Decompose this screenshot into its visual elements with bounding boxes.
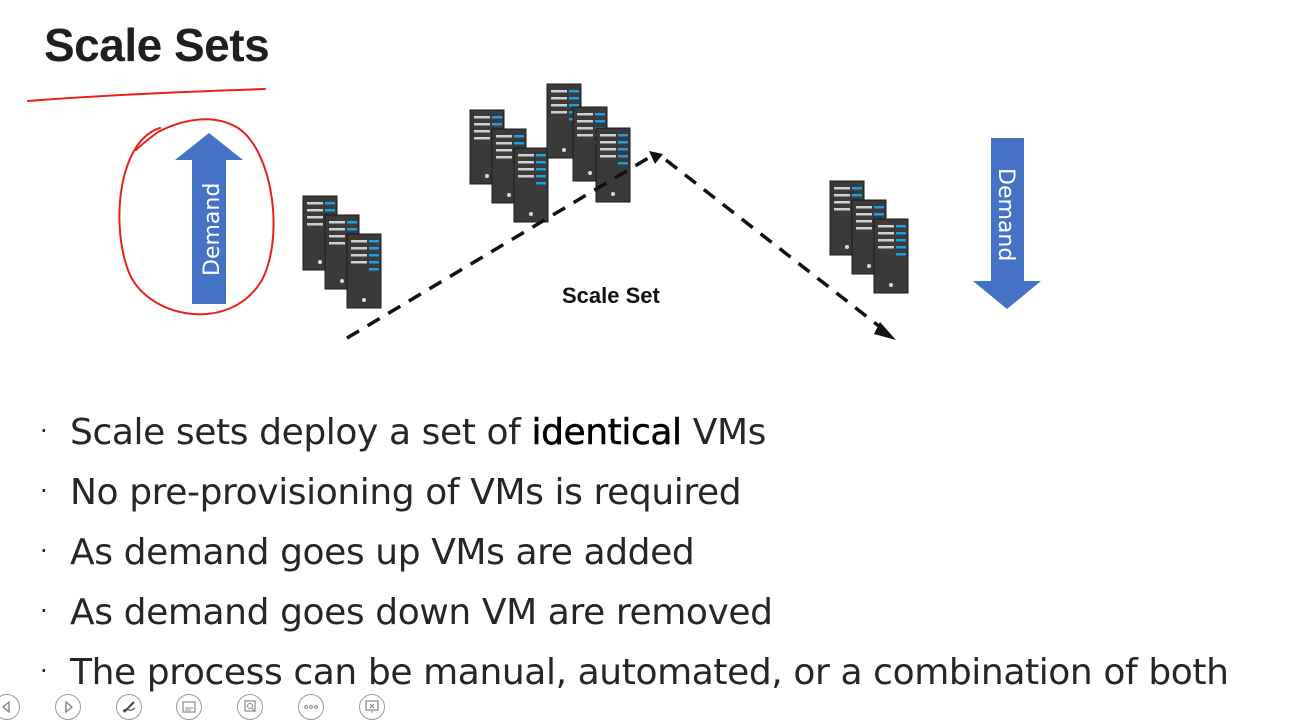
scale-trend-line [346,151,896,340]
demand-down-label: Demand [993,168,1018,261]
subtitles-icon[interactable] [176,694,202,720]
server-stack-small [302,195,382,309]
presentation-toolbar [0,690,420,726]
demand-down-arrow: Demand [973,138,1041,309]
zoom-icon[interactable] [237,694,263,720]
server-stack-large-right [546,83,631,203]
bullet-item: ·Scale sets deploy a set of identical VM… [40,412,766,454]
bullet-list: ·Scale sets deploy a set of identical VM… [40,402,1229,702]
end-show-icon[interactable] [359,694,385,720]
server-stack-medium [829,180,909,294]
bullet-item: ·As demand goes up VMs are added [40,532,695,573]
bullet-item: ·No pre-provisioning of VMs is required [40,472,742,513]
bold-term: identical [531,412,682,454]
demand-up-arrow: Demand [175,133,243,304]
bullet-item: ·As demand goes down VM are removed [40,592,773,633]
previous-icon[interactable] [0,694,20,720]
scale-set-label: Scale Set [562,283,661,308]
demand-up-label: Demand [200,183,225,276]
annotation-underline [27,88,266,102]
scale-set-diagram: Demand Demand Scale Set [27,83,1041,340]
bullet-item: ·The process can be manual, automated, o… [40,652,1229,693]
pen-icon[interactable] [116,694,142,720]
annotation-circle [118,118,275,316]
next-icon[interactable] [55,694,81,720]
slide-title: Scale Sets [44,19,270,71]
server-stack-large-left [469,109,549,223]
more-options-icon[interactable] [298,694,324,720]
